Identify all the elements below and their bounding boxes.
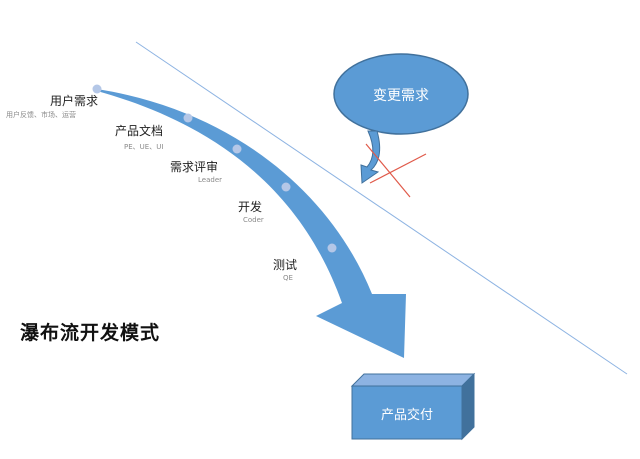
diagram-title: 瀑布流开发模式 bbox=[20, 322, 161, 344]
stage-title-2: 需求评审 bbox=[170, 160, 219, 174]
stage-subtitle-0: 用户反馈、市场、运营 bbox=[6, 111, 76, 119]
deliverable-box-top bbox=[350, 373, 476, 387]
deliverable-box-front bbox=[351, 385, 463, 440]
change-request-arrow bbox=[360, 130, 381, 184]
stage-subtitle-2: Leader bbox=[198, 176, 223, 184]
change-request-ellipse bbox=[333, 53, 469, 135]
stage-dot-0 bbox=[92, 84, 102, 94]
stage-subtitle-3: Coder bbox=[243, 216, 264, 224]
stage-dot-4 bbox=[327, 243, 337, 253]
boundary-line bbox=[135, 41, 628, 375]
stage-dot-2 bbox=[232, 144, 242, 154]
stage-title-4: 测试 bbox=[273, 258, 298, 272]
waterfall-arrow bbox=[97, 89, 406, 358]
stage-title-3: 开发 bbox=[238, 200, 263, 214]
stage-title-0: 用户需求 bbox=[50, 94, 99, 108]
change-request-label: 变更需求 bbox=[373, 88, 429, 104]
stage-dot-3 bbox=[281, 182, 291, 192]
deliverable-label: 产品交付 bbox=[380, 408, 433, 423]
stage-subtitle-4: QE bbox=[283, 274, 293, 282]
cross-mark-a bbox=[365, 143, 411, 198]
stage-subtitle-1: PE、UE、UI bbox=[124, 143, 164, 151]
cross-mark-b bbox=[369, 153, 427, 184]
stage-title-1: 产品文档 bbox=[115, 124, 164, 138]
deliverable-box-side bbox=[461, 372, 475, 441]
stage-dot-1 bbox=[183, 113, 193, 123]
